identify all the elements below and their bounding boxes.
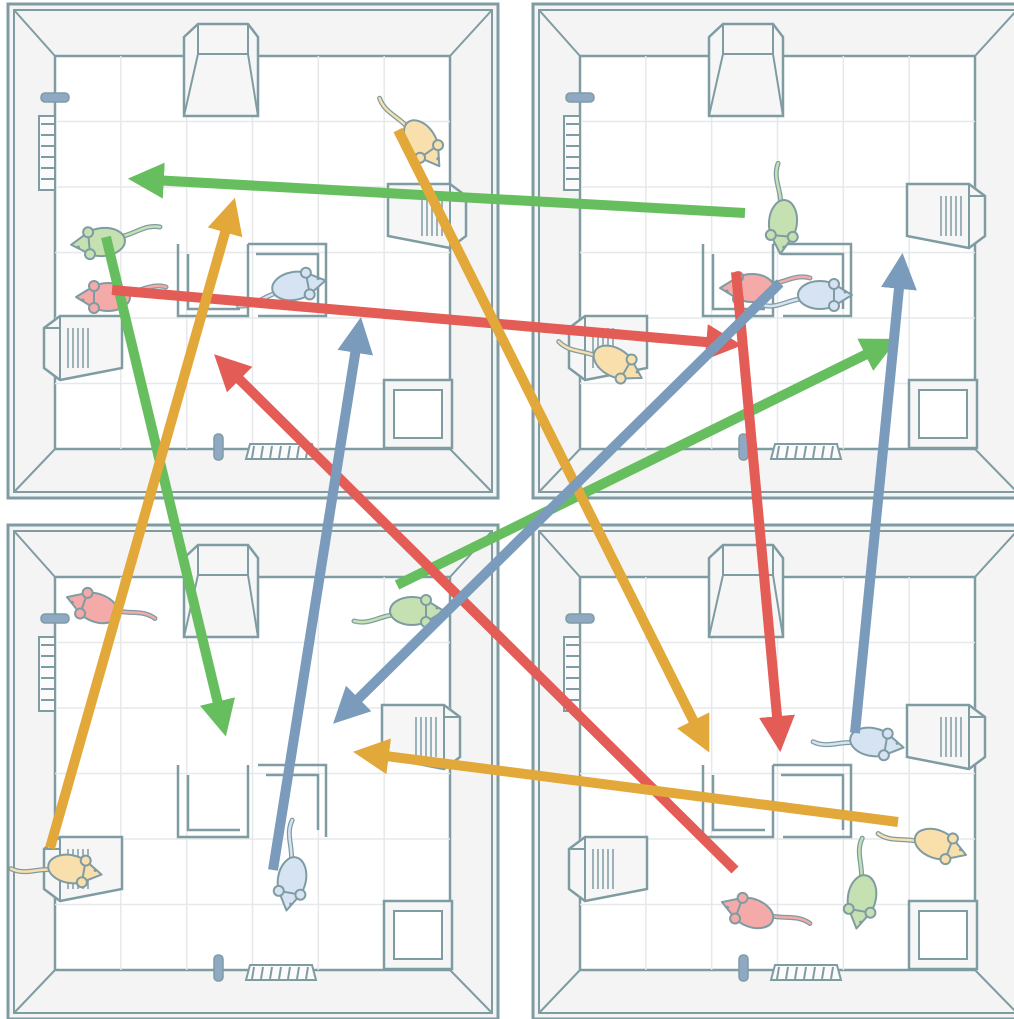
wall-handle [566, 93, 594, 102]
floor-box [909, 380, 977, 448]
side-trough [569, 837, 647, 901]
side-trough [907, 184, 985, 248]
side-trough [907, 705, 985, 769]
floor-box [384, 901, 452, 969]
bottom-vent [771, 444, 841, 459]
feeder-top [184, 24, 258, 116]
side-trough [44, 316, 122, 380]
floor-post [214, 434, 223, 460]
floor-post [214, 955, 223, 981]
left-vent [39, 116, 55, 190]
wall-handle [41, 93, 69, 102]
feeder-top [709, 24, 783, 116]
floor-box [909, 901, 977, 969]
floor-post [739, 955, 748, 981]
floor-box [384, 380, 452, 448]
left-vent [564, 116, 580, 190]
left-vent [39, 637, 55, 711]
wall-handle [566, 614, 594, 623]
bottom-vent [246, 965, 316, 980]
room-bottom-right [533, 525, 1014, 1019]
bottom-vent [771, 965, 841, 980]
room-top-right [533, 4, 1014, 498]
wall-handle [41, 614, 69, 623]
